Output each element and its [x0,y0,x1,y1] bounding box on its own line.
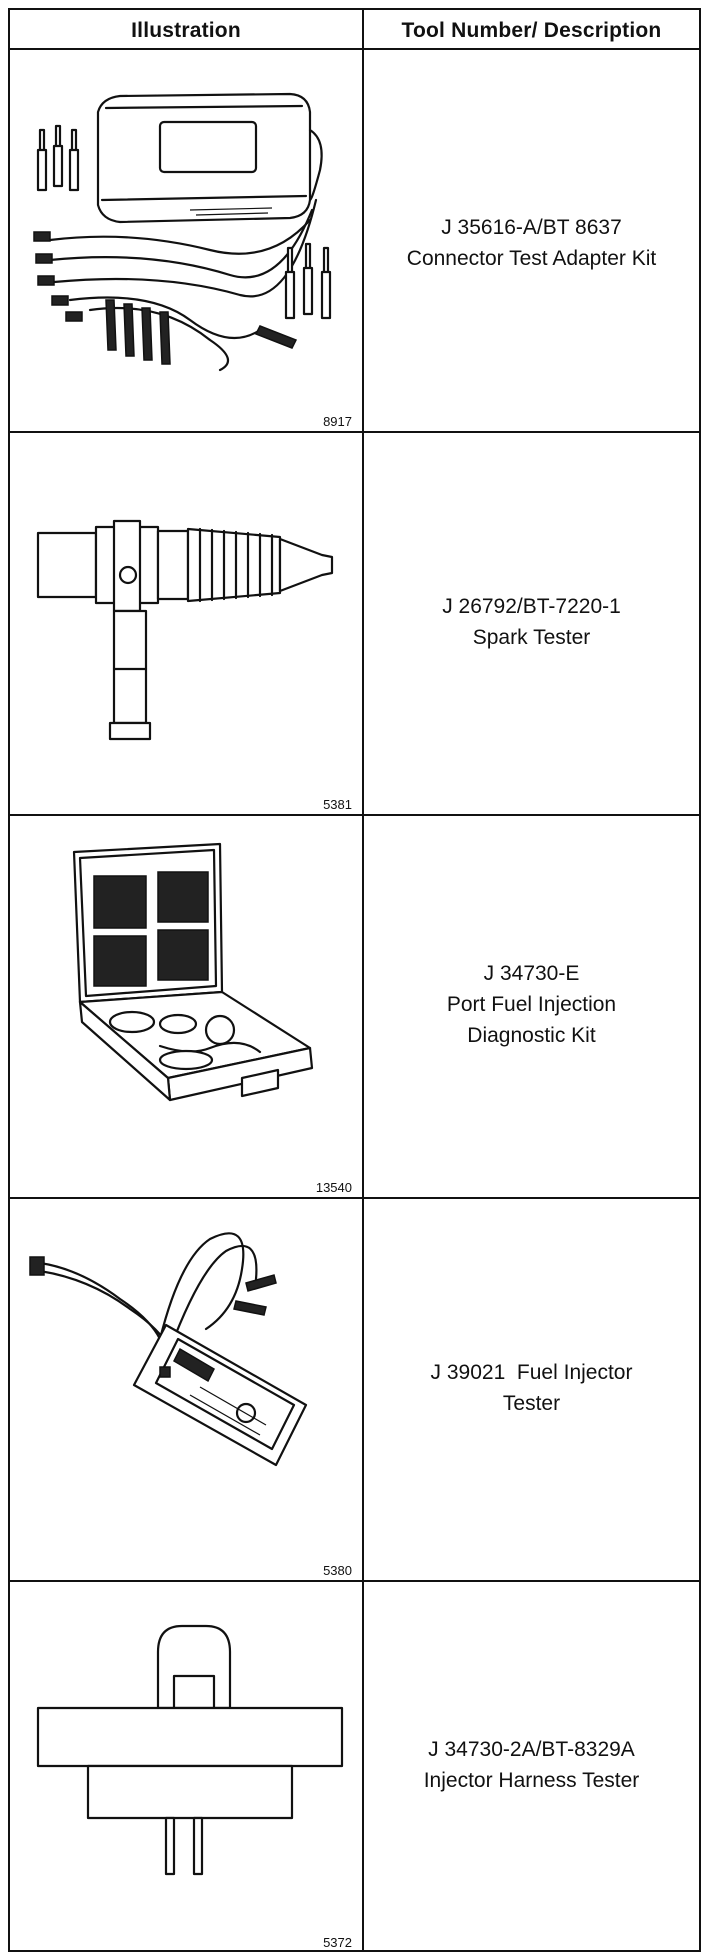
illustration-cell: 5372 [10,1582,364,1952]
tool-description-line: Injector Harness Tester [423,1769,640,1792]
tool-description-line: Spark Tester [472,626,591,649]
fuel-injector-tester-illustration [29,1232,308,1467]
connector-test-adapter-kit-illustration [33,92,332,372]
tool-number: J 35616-A/BT 8637 [441,216,622,239]
tool-table: Illustration Tool Number/ Description [8,8,701,1952]
illustration-cell: 5381 [10,433,364,814]
tool-number: J 34730-E [483,962,580,985]
tool-description: J 34730-2A/BT-8329A Injector Harness Tes… [372,1734,691,1796]
description-cell: J 39021 Fuel Injector Tester [364,1199,699,1580]
figure-number: 5372 [323,1935,352,1950]
tool-number: J 39021 [430,1361,506,1384]
tool-description-line: Connector Test Adapter Kit [406,247,657,270]
tool-description: J 26792/BT-7220-1 Spark Tester [372,591,691,653]
description-cell: J 26792/BT-7220-1 Spark Tester [364,433,699,814]
description-cell: J 35616-A/BT 8637 Connector Test Adapter… [364,50,699,431]
table-row: 13540 J 34730-E Port Fuel Injection Diag… [10,816,699,1199]
header-illustration-label: Illustration [131,19,241,42]
header-cell-description: Tool Number/ Description [364,10,699,48]
illustration-cell: 5380 [10,1199,364,1580]
tool-description: J 39021 Fuel Injector Tester [372,1357,691,1419]
tool-description-line: Diagnostic Kit [467,1024,596,1047]
diagnostic-kit-illustration [72,842,314,1102]
tool-description-line: Port Fuel Injection [446,993,617,1016]
table-row: 8917 J 35616-A/BT 8637 Connector Test Ad… [10,50,699,433]
figure-number: 5380 [323,1563,352,1578]
tool-number: J 34730-2A/BT-8329A [428,1738,635,1761]
tool-description: J 35616-A/BT 8637 Connector Test Adapter… [372,212,691,274]
illustration-cell: 13540 [10,816,364,1197]
table-header-row: Illustration Tool Number/ Description [10,10,699,50]
tool-number: J 26792/BT-7220-1 [442,595,621,618]
header-cell-illustration: Illustration [10,10,364,48]
tool-number-line: J 39021 Fuel Injector [372,1357,691,1388]
description-cell: J 34730-2A/BT-8329A Injector Harness Tes… [364,1582,699,1952]
figure-number: 13540 [315,1180,352,1195]
figure-number: 8917 [323,414,352,429]
tool-description: J 34730-E Port Fuel Injection Diagnostic… [372,958,691,1051]
figure-number: 5381 [323,797,352,812]
table-row: 5381 J 26792/BT-7220-1 Spark Tester [10,433,699,816]
header-description-label: Tool Number/ Description [401,19,662,42]
table-row: 5380 J 39021 Fuel Injector Tester [10,1199,699,1582]
tool-description-line: Fuel Injector [516,1361,633,1384]
illustration-cell: 8917 [10,50,364,431]
injector-harness-tester-illustration [36,1624,344,1876]
spark-tester-illustration [36,519,334,741]
table-row: 5372 J 34730-2A/BT-8329A Injector Harnes… [10,1582,699,1952]
tool-description-line: Tester [502,1392,561,1415]
description-cell: J 34730-E Port Fuel Injection Diagnostic… [364,816,699,1197]
